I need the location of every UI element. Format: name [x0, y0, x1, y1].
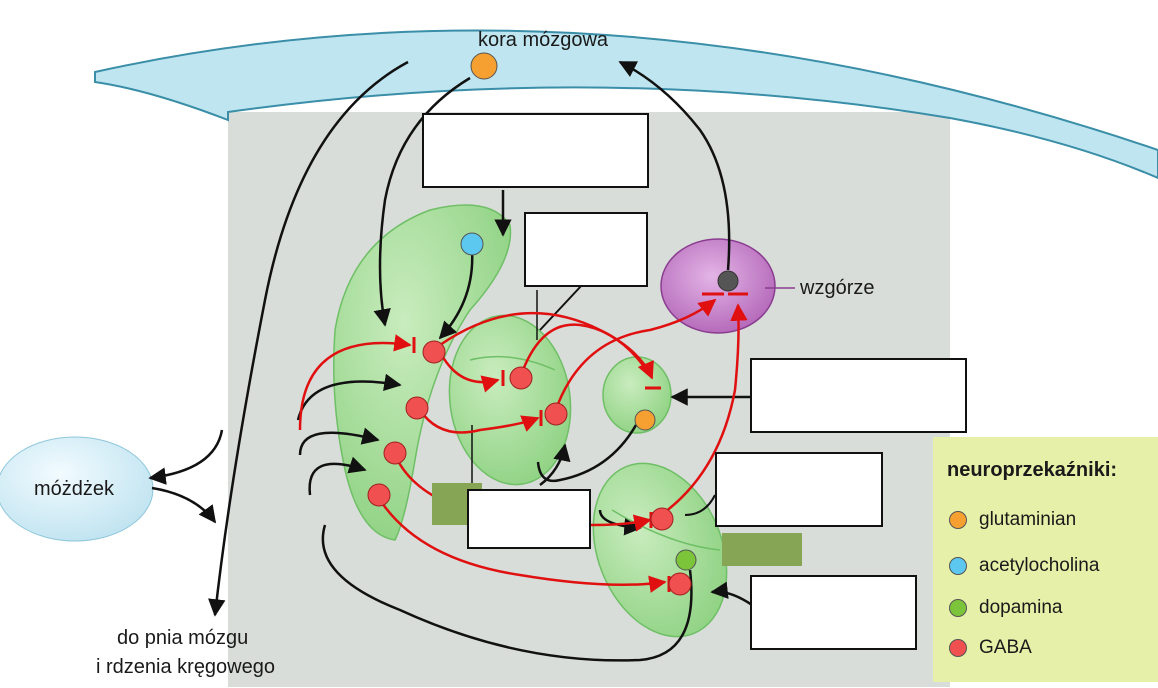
neurotransmitter-legend: neuroprzekaźniki: glutaminian acetylocho…	[933, 437, 1158, 682]
striatum-to-nigra-arrow-2	[378, 499, 667, 593]
answer-box-2[interactable]	[524, 212, 648, 287]
pallidus-to-thalamus-arrow	[553, 298, 717, 413]
pallidus-divider	[469, 355, 556, 371]
legend-item-label: dopamina	[979, 597, 1063, 618]
gaba-neurons	[367, 340, 692, 596]
cortex-band	[94, 29, 1158, 180]
legend-item-label: acetylocholina	[979, 555, 1100, 576]
glutamate-neuron-subthalamic	[634, 409, 656, 431]
acetylcholine-arrow	[438, 249, 474, 340]
dopamine-neuron	[675, 549, 697, 571]
cerebellum-label: móżdżek	[34, 478, 115, 500]
nigra-loop-path	[321, 524, 693, 662]
pallidus-to-subthalamic-arrow	[439, 311, 654, 380]
nigra-to-thalamus-arrow	[664, 303, 748, 513]
box6-pointer-arrow	[710, 581, 753, 607]
answer-box-4[interactable]	[750, 358, 967, 433]
legend-title: neuroprzekaźniki:	[947, 459, 1118, 481]
orange-dot-icon	[949, 511, 967, 529]
subthalamic-to-pallidus-arrow	[539, 443, 571, 486]
cortex-to-striatum-arrow	[373, 76, 471, 327]
thalamus-label: wzgórze	[800, 277, 875, 299]
legend-item-label: GABA	[979, 637, 1032, 658]
cortex-input-arrow-3	[308, 456, 367, 496]
box5-pointer	[684, 494, 716, 516]
acetylcholine-neuron	[460, 232, 484, 256]
to-cerebellum-arrow	[148, 429, 224, 485]
answer-box-1[interactable]	[422, 113, 649, 188]
striatum-to-pallidus-arrow	[438, 351, 500, 393]
blue-dot-icon	[949, 557, 967, 575]
answer-box-5[interactable]	[715, 452, 883, 527]
thalamus-neuron	[717, 270, 739, 292]
cortex-input-arrow-2	[298, 427, 380, 456]
thalamus	[660, 238, 776, 334]
thalamus-to-cortex-arrow	[618, 60, 731, 271]
brainstem-label-line2: i rdzenia kręgowego	[96, 656, 275, 678]
cortex-label: kora mózgowa	[478, 29, 609, 51]
striatum-to-pallidus-arrow-2	[418, 409, 540, 434]
red-input-arrow-1	[298, 334, 412, 431]
red-dot-icon	[949, 639, 967, 657]
hidden-label-tag-2	[722, 533, 802, 566]
brainstem-label-line1: do pnia mózgu	[117, 627, 249, 649]
answer-box-3[interactable]	[467, 489, 591, 549]
box2-pointer	[539, 284, 583, 331]
glutamate-neuron-cortex	[470, 52, 498, 80]
green-dot-icon	[949, 599, 967, 617]
from-cerebellum-arrow	[151, 486, 217, 524]
striatum	[333, 204, 512, 541]
answer-box-6[interactable]	[750, 575, 917, 650]
legend-item-label: glutaminian	[979, 509, 1077, 530]
pallidus-loop	[518, 323, 652, 379]
nigra-divider	[611, 509, 721, 551]
cortex-to-brainstem-arrow	[208, 60, 409, 617]
subthalamic-output-path	[536, 424, 638, 483]
